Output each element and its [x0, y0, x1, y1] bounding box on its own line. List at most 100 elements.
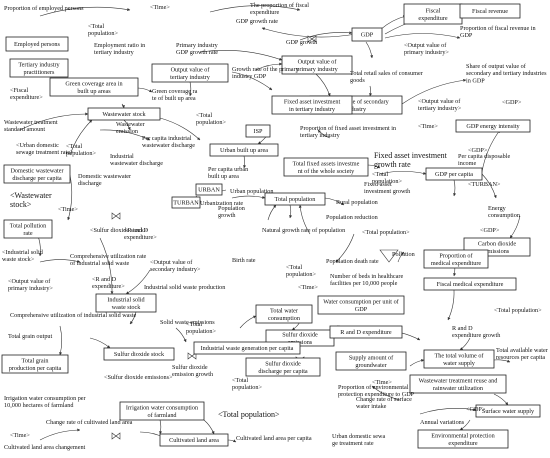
node-text-line: R and D	[452, 325, 473, 332]
causal-arrow	[39, 259, 81, 263]
causal-arrow	[209, 5, 301, 13]
causal-arrow	[189, 81, 193, 97]
stock-urban: URBAN	[195, 183, 223, 196]
stock-box	[195, 183, 223, 196]
node-text-line: growth rate	[374, 160, 411, 169]
node-text-line: Primary industry	[176, 42, 219, 49]
node-text-line: consumption	[488, 212, 520, 219]
node-text-line: emissions	[485, 248, 510, 255]
causal-arrow	[125, 269, 151, 295]
node-text-line: expenditure	[250, 9, 279, 16]
flow-valve-icon	[111, 432, 121, 440]
node-text-line: Total population	[275, 196, 316, 203]
node-text-line: Annual variations	[420, 419, 465, 426]
stock-wastewater-stock: Wastewater stock	[87, 107, 161, 121]
node-text-line: population>	[286, 271, 316, 278]
node-text-line: standard amount	[4, 126, 45, 133]
node-text-line: in tertiary industry	[289, 106, 336, 113]
node-text-line: GDP	[460, 32, 473, 39]
node-text-line: Fiscal medical expenditure	[437, 281, 504, 288]
node-text-line: wastewater discharge	[110, 160, 163, 167]
stock-box	[209, 143, 279, 157]
causal-arrow	[371, 385, 401, 401]
stock-box	[423, 277, 517, 291]
node-text-line: Urban built up area	[220, 147, 268, 154]
node-text-line: GDP	[361, 32, 374, 39]
variable-cultivated-per-capita: Cultivated land area per capita	[236, 435, 312, 442]
causal-arrow	[227, 439, 237, 443]
causal-arrow	[401, 78, 467, 105]
node-text-line: Urbanization rate	[200, 200, 243, 207]
node-text-line: The total volume of	[435, 353, 485, 360]
node-text-line: Number of beds in healthcare	[330, 273, 403, 280]
causal-arrow	[203, 419, 215, 435]
variable-cultivated-change: Cultivated land area changement	[4, 444, 86, 451]
node-text-line: <Output value of	[8, 278, 51, 285]
node-text-line: Output value of	[298, 59, 338, 66]
node-text-line: <Time>	[298, 284, 318, 291]
node-text-line: discharge	[78, 180, 102, 187]
stock-box	[49, 77, 139, 97]
node-text-line: Sulfur dioxide	[282, 332, 318, 339]
node-text-line: resources per capita	[496, 354, 545, 361]
causal-arrow	[481, 173, 497, 199]
node-text-line: nt of the whole society	[298, 168, 355, 175]
node-text-line: <Total	[196, 112, 212, 119]
node-text-line: Total pollution	[10, 223, 47, 230]
node-text-line: tertiary industry>	[418, 105, 462, 112]
variable-sulfur-emissions-ref: <Sulfur dioxide emissions>	[104, 374, 173, 381]
causal-arrow	[493, 393, 509, 406]
stock-fiscal-revenue: Fiscal revenue	[459, 3, 521, 19]
causal-arrow	[231, 195, 266, 199]
stock-box	[423, 249, 489, 269]
node-text-line: expenditure>	[124, 234, 157, 241]
node-text-line: Proportion of employed persons	[4, 5, 84, 12]
stock-box	[317, 295, 405, 315]
node-text-line: Surface water supply	[482, 408, 535, 415]
node-text-line: water intake	[356, 403, 387, 410]
node-text-line: <Sulfur dioxide emissions>	[104, 374, 173, 381]
node-text-line: secondary industry>	[150, 266, 201, 273]
flow-valve-icon	[111, 212, 121, 220]
stock-total-fai: Total fixed assets investment of the who…	[283, 157, 369, 177]
causal-arrow	[384, 33, 461, 39]
node-text-line: The proportion of fiscal	[250, 2, 309, 9]
node-text-line: Employment ratio in	[94, 42, 145, 49]
stock-box	[159, 433, 229, 447]
stock-fiscal-medical: Fiscal medical expenditure	[423, 277, 517, 291]
node-text-line: population>	[66, 150, 96, 157]
node-text-line: Population reduction	[326, 214, 378, 221]
stock-gdp: GDP	[351, 27, 383, 42]
causal-arrow	[67, 174, 73, 221]
node-text-line: Tertiary industry	[18, 62, 60, 69]
node-text-line: <Fiscal	[10, 87, 29, 94]
node-text-line: goods	[350, 77, 365, 84]
node-text-line: Fixed asset investment	[284, 99, 341, 106]
causal-arrow	[419, 408, 477, 415]
causal-arrow	[255, 62, 283, 71]
stock-box	[171, 196, 201, 209]
stock-box	[459, 3, 521, 19]
node-text-line: primary industry	[296, 66, 338, 73]
node-text-line: GDP growth	[286, 39, 318, 46]
causal-arrow	[39, 6, 131, 17]
stock-box	[351, 27, 383, 42]
node-text-line: Proportion of fixed asset investment in	[300, 125, 396, 132]
node-text-line: consumption	[268, 315, 300, 322]
causal-links	[19, 5, 521, 443]
node-text-line: rate	[23, 230, 33, 237]
stock-box	[95, 293, 157, 313]
node-text-line: growth	[218, 212, 236, 219]
node-text-line: <R and D	[124, 227, 149, 234]
